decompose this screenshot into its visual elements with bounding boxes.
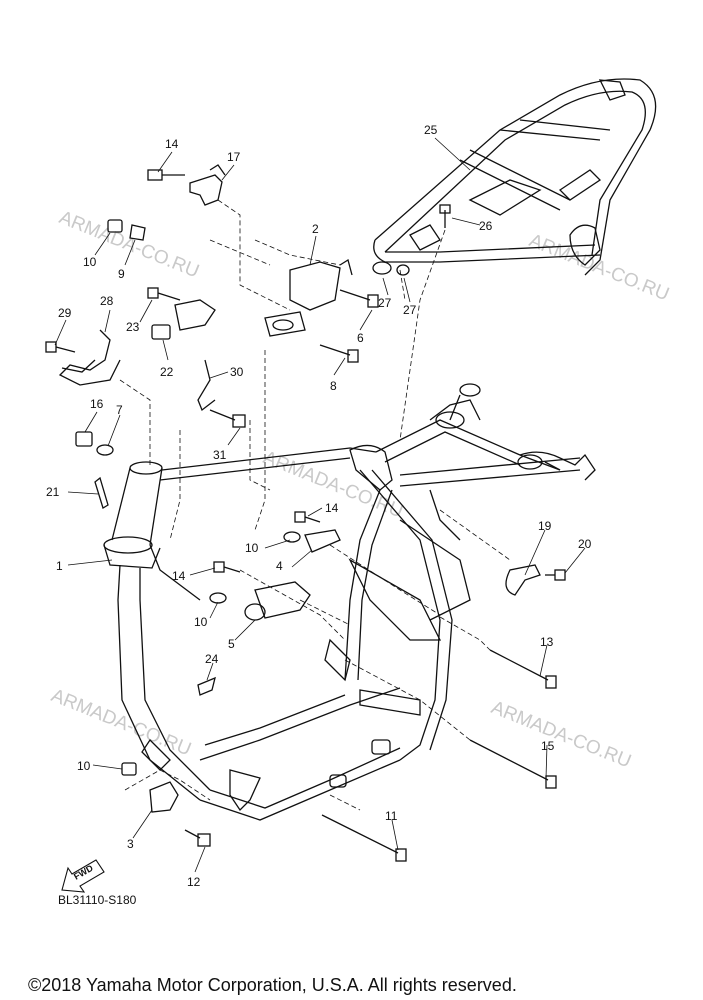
part-label-9: 9 (118, 267, 125, 281)
part-label-29: 29 (58, 306, 72, 320)
part-label-15: 15 (541, 739, 555, 753)
part-label-23: 23 (126, 320, 140, 334)
assembly-lines (119, 199, 511, 811)
part-label-10b: 10 (245, 541, 259, 555)
diagram-code: BL31110-S180 (58, 893, 137, 907)
part-label-8: 8 (330, 379, 337, 393)
part-label-2: 2 (312, 222, 319, 236)
part-label-14a: 14 (325, 501, 339, 515)
watermarks: ARMADA-CO.RU ARMADA-CO.RU ARMADA-CO.RU A… (48, 207, 672, 772)
part-label-31: 31 (213, 448, 227, 462)
small-parts (45, 164, 566, 862)
part-label-28: 28 (100, 294, 114, 308)
part-label-21: 21 (46, 485, 60, 499)
part-label-7: 7 (116, 403, 123, 417)
part-label-16: 16 (90, 397, 104, 411)
part-label-27a: 27 (378, 296, 392, 310)
part-label-19: 19 (538, 519, 552, 533)
part-label-27b: 27 (403, 303, 417, 317)
watermark: ARMADA-CO.RU (48, 685, 194, 760)
part-label-3: 3 (127, 837, 134, 851)
part-label-22: 22 (160, 365, 174, 379)
part-label-5: 5 (228, 637, 235, 651)
rear-subframe (372, 78, 657, 276)
part-label-10c: 10 (194, 615, 208, 629)
part-label-20: 20 (578, 537, 592, 551)
part-label-17: 17 (227, 150, 241, 164)
part-label-11: 11 (385, 809, 398, 823)
fwd-arrow-icon: FWD (61, 859, 105, 893)
part-label-13: 13 (540, 635, 554, 649)
part-label-10d: 10 (77, 759, 91, 773)
part-label-30: 30 (230, 365, 244, 379)
watermark: ARMADA-CO.RU (526, 230, 672, 305)
part-labels: 14 17 25 2 26 10 9 28 27 27 29 23 6 22 3… (46, 123, 592, 889)
leader-lines (54, 137, 586, 873)
main-frame (103, 383, 596, 821)
watermark: ARMADA-CO.RU (56, 207, 202, 282)
part-label-26: 26 (479, 219, 493, 233)
part-label-1: 1 (56, 559, 63, 573)
part-label-24: 24 (205, 652, 219, 666)
copyright-text: ©2018 Yamaha Motor Corporation, U.S.A. A… (28, 975, 517, 995)
part-label-4: 4 (276, 559, 283, 573)
part-label-12: 12 (187, 875, 201, 889)
part-label-10: 10 (83, 255, 97, 269)
part-label-25: 25 (424, 123, 438, 137)
part-label-6: 6 (357, 331, 364, 345)
part-label-14b: 14 (172, 569, 186, 583)
part-label-18: 14 (165, 137, 179, 151)
